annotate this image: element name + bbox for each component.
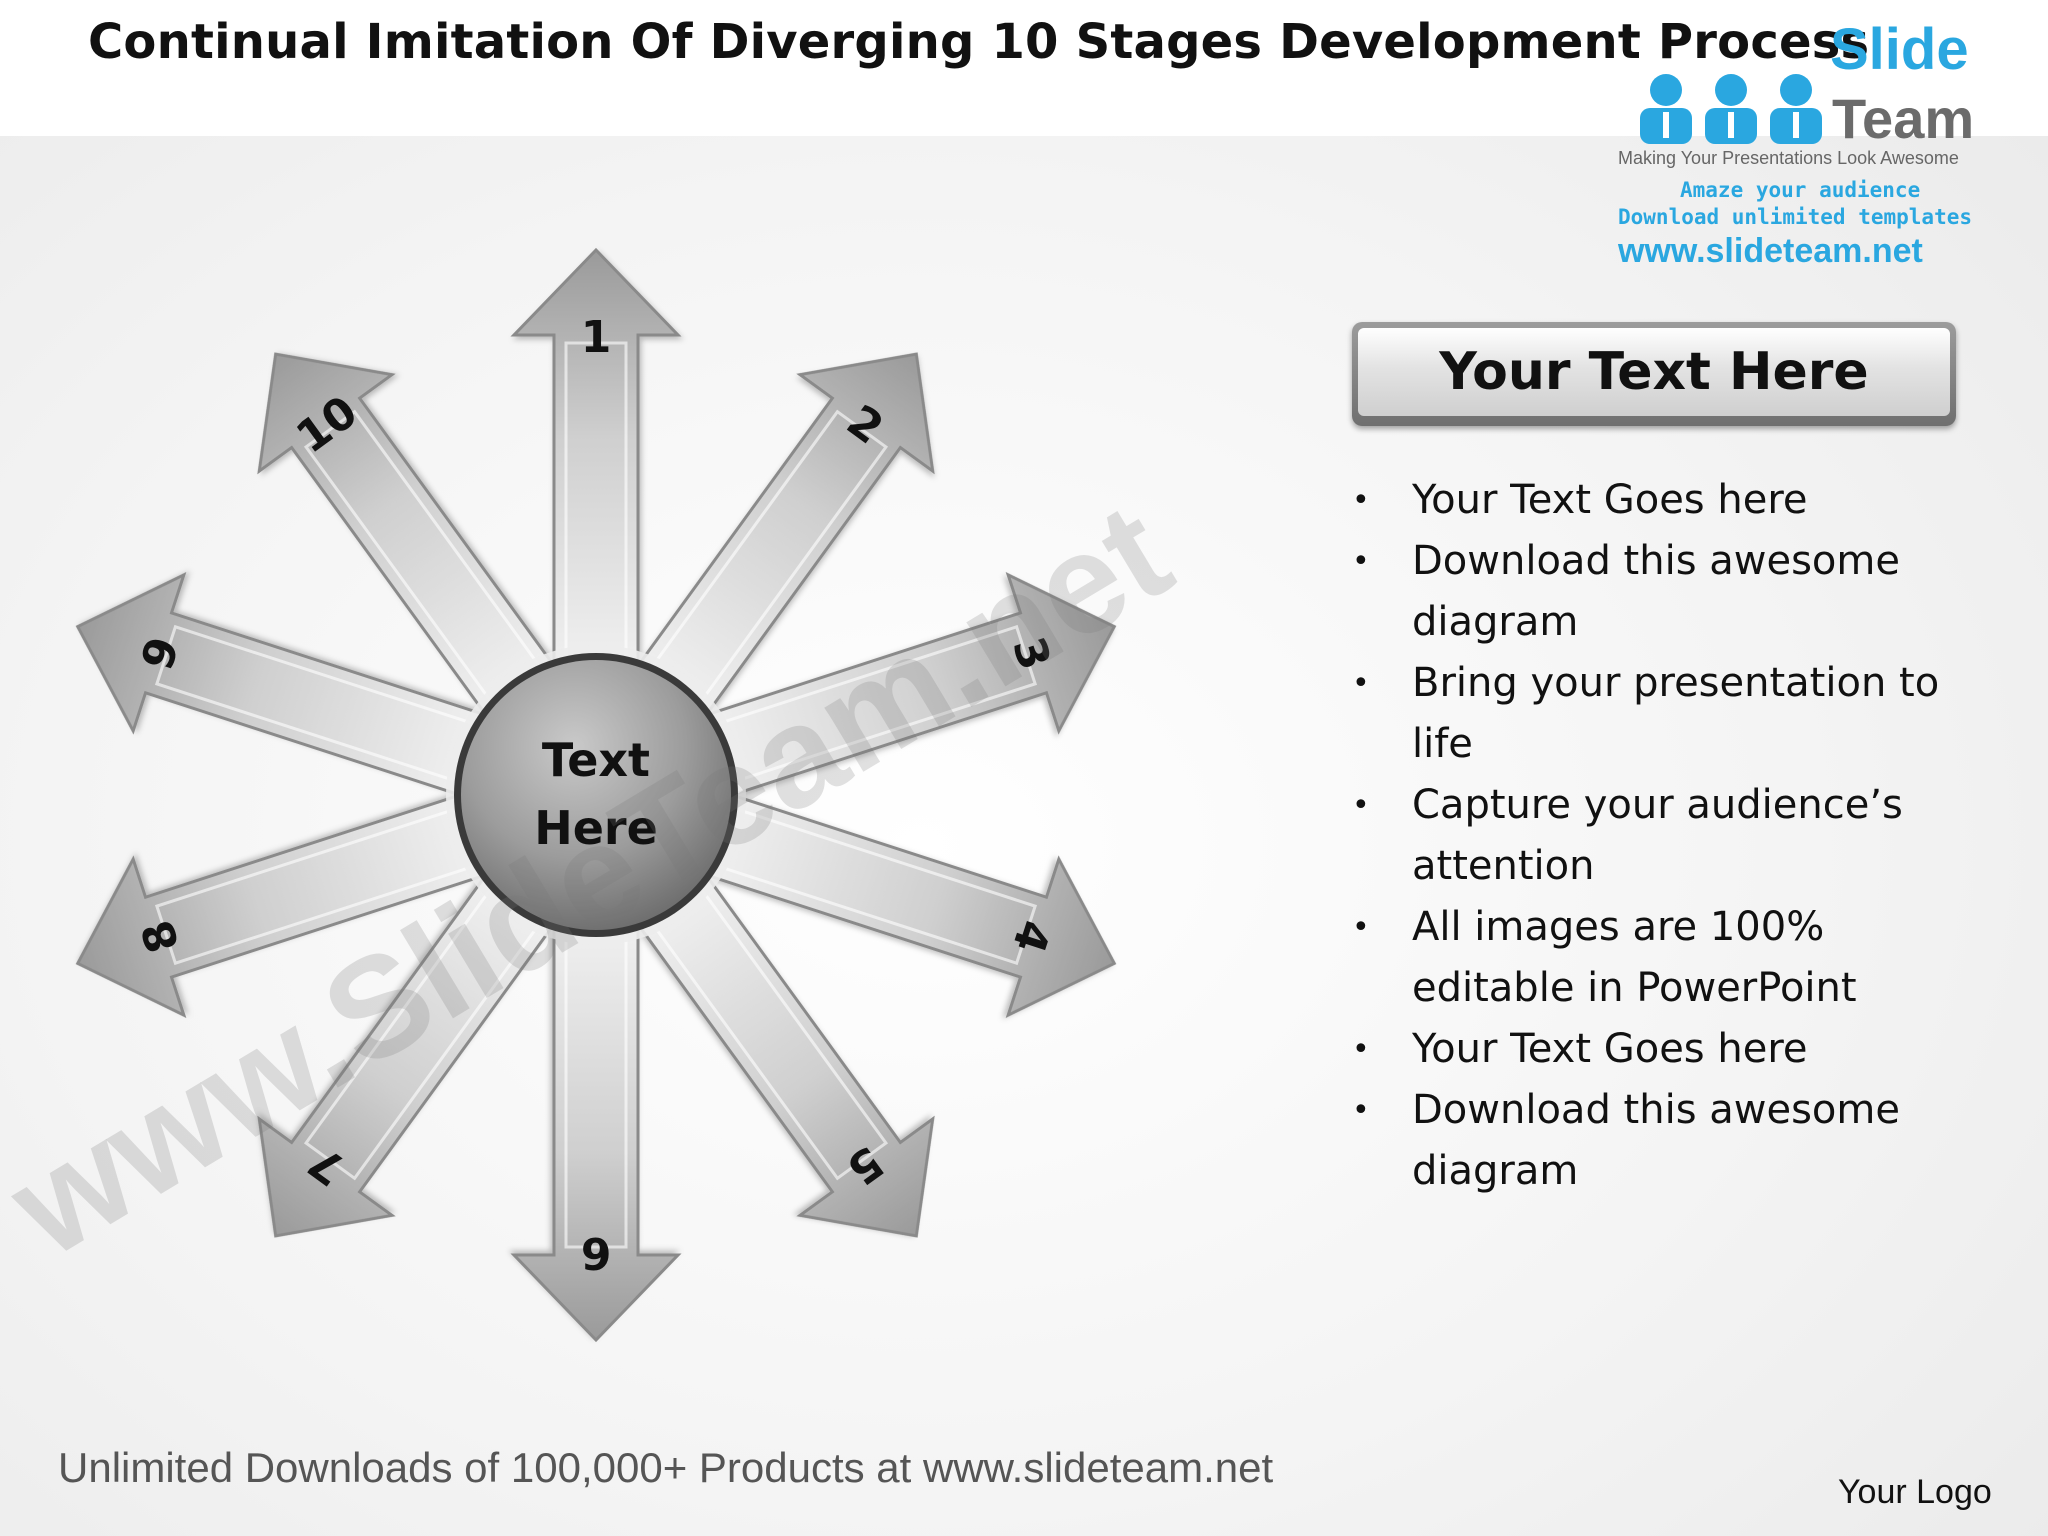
text-header-inner: Your Text Here [1358,328,1950,416]
stage-arrow-9: 9 [75,571,488,797]
logo-placeholder: Your Logo [1838,1473,1992,1511]
stage-arrow-highlight [303,889,540,1181]
team-people-icon [1640,74,1822,144]
bullet-item: •Your Text Goes here [1340,1019,1980,1080]
footer-text: Unlimited Downloads of 100,000+ Products… [58,1444,1274,1491]
center-text-line-2: Here [534,801,658,855]
stage-label: 6 [581,1227,612,1278]
stage-arrow-shape [257,352,556,717]
stage-arrow-highlight [564,935,628,1249]
bullet-list: •Your Text Goes here •Download this awes… [1340,470,1980,1202]
stage-arrow-highlight [564,341,628,655]
stage-label: 1 [581,312,612,363]
brand-tagline: Making Your Presentations Look Awesome [1618,148,1959,168]
bullet-dot-icon: • [1352,910,1370,945]
stage-arrow-highlight [719,624,1038,782]
bullet-dot-icon: • [1352,483,1370,518]
bullet-item: •Download this awesome diagram [1340,531,1980,653]
stage-arrow-shape [704,793,1117,1019]
stage-arrow-highlight [154,808,473,966]
stage-arrow-2: 2 [636,352,935,717]
stage-arrow-highlight [154,624,473,782]
stage-arrow-1: 1 [510,247,682,667]
stage-arrow-shape [636,352,935,717]
stage-arrow-shape [510,923,682,1343]
brand-url: www.slideteam.net [1618,232,1923,270]
stage-arrow-shape [704,571,1117,797]
stage-arrow-3: 3 [704,571,1117,797]
bullet-dot-icon: • [1352,1032,1370,1067]
stage-arrow-7: 7 [257,873,556,1238]
bullet-item: •All images are 100% editable in PowerPo… [1340,897,1980,1019]
bullet-dot-icon: • [1352,788,1370,823]
stage-arrow-4: 4 [704,793,1117,1019]
stage-arrow-highlight [719,808,1038,966]
center-hub: Text Here [446,645,746,945]
center-circle [461,660,731,930]
stage-arrow-highlight [652,409,889,701]
bullet-item: •Capture your audience’s attention [1340,775,1980,897]
center-text-line-1: Text [542,733,650,787]
stage-arrow-6: 6 [510,923,682,1343]
panel-heading: Your Text Here [1439,342,1869,402]
bullet-item: •Download this awesome diagram [1340,1080,1980,1202]
stage-arrow-10: 10 [257,352,556,717]
slide-title: Continual Imitation Of Diverging 10 Stag… [88,14,1870,70]
stage-arrow-shape [257,873,556,1238]
brand-team: Team [1832,87,1975,150]
bullet-dot-icon: • [1352,544,1370,579]
bullet-item: •Bring your presentation to life [1340,653,1980,775]
brand-name: Slide [1830,17,1969,82]
stage-arrow-shape [510,247,682,667]
stage-arrow-highlight [652,889,889,1181]
brand-line-1: Amaze your audience [1680,178,1921,202]
stage-arrow-shape [636,873,935,1238]
stage-arrow-shape [75,793,488,1019]
stage-arrow-highlight [303,409,540,701]
bullet-dot-icon: • [1352,1093,1370,1128]
text-header-box: Your Text Here [1352,322,1956,426]
stage-arrow-8: 8 [75,793,488,1019]
stage-arrow-5: 5 [636,873,935,1238]
stage-arrow-shape [75,571,488,797]
brand-line-2: Download unlimited templates [1618,205,1973,229]
bullet-dot-icon: • [1352,666,1370,701]
brand-logo: Slide Team Making Your Presentations Loo… [1600,8,2030,270]
bullet-item: •Your Text Goes here [1340,470,1980,531]
